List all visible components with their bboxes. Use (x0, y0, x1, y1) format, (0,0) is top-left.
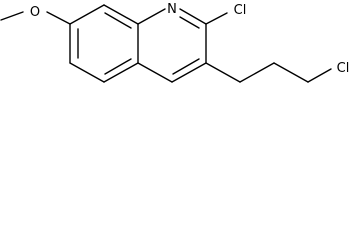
bond-c4a-c5 (103, 62, 139, 83)
atom-labels: O N Cl Cl (30, 2, 349, 76)
bonds (0, 4, 332, 83)
bond-c3-chain1 (205, 62, 241, 83)
bond-c2-chlorine (205, 12, 228, 25)
bond-n1-c2 (179, 8, 207, 25)
atom-label-ring-chlorine: Cl (234, 3, 247, 18)
bond-c5-c6 (69, 62, 105, 83)
bond-c4a-c5-inner (104, 58, 132, 75)
bond-c7-c8 (69, 4, 105, 25)
bond-c3-c4-inner (172, 58, 200, 75)
bond-c8-c8a-inner (104, 12, 132, 29)
atom-label-chain-chlorine: Cl (337, 61, 350, 76)
bond-chain3-chlorine (307, 68, 332, 83)
bond-oxygen-ring (46, 11, 71, 25)
bond-methyl-oxygen (0, 11, 24, 21)
bond-chain1-chain2 (239, 62, 275, 83)
structure-diagram: O N Cl Cl (0, 0, 362, 94)
bond-c3-c4 (171, 62, 207, 83)
molecule-drawing: O N Cl Cl (0, 2, 349, 83)
atom-label-methoxy-oxygen: O (30, 5, 40, 20)
bond-c4-c4a (137, 62, 173, 83)
bond-chain2-chain3 (273, 62, 309, 83)
bond-c8a-n1 (137, 8, 166, 25)
bond-n1-c2-inner (179, 16, 200, 29)
atom-label-ring-nitrogen: N (167, 2, 177, 17)
bond-c8-c8a (103, 4, 139, 25)
